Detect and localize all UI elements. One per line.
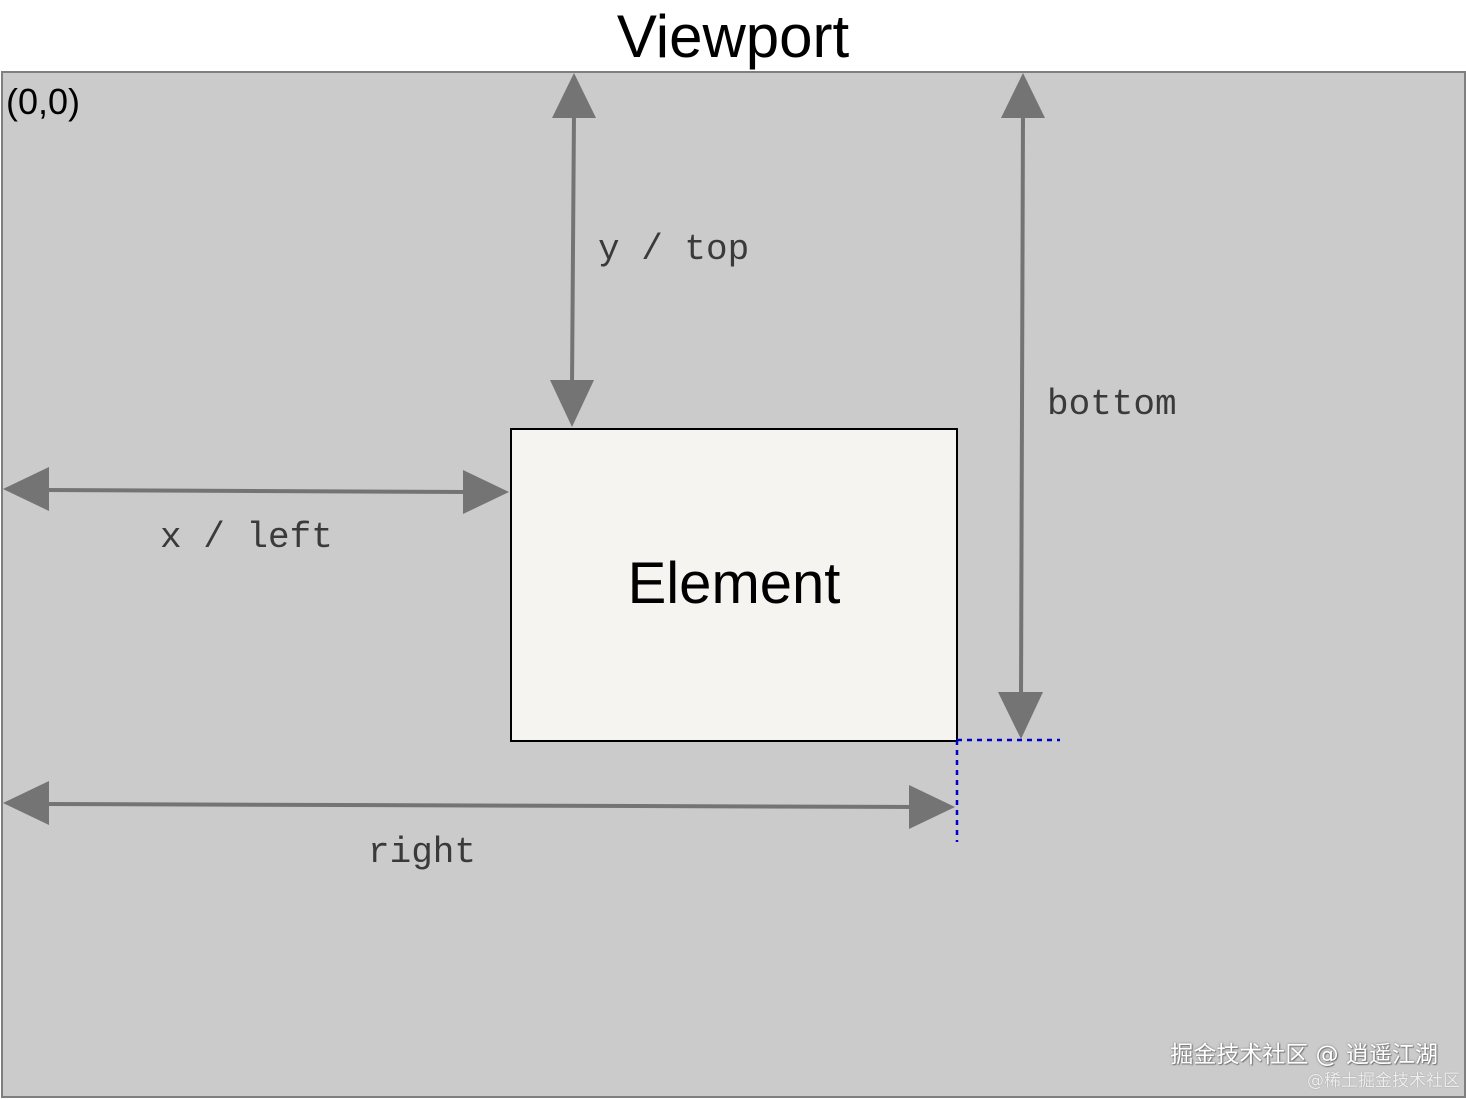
bottom-label: bottom	[1047, 384, 1177, 425]
right-arrow	[3, 781, 955, 829]
watermark-main: 掘金技术社区 @ 逍遥江湖	[1170, 1042, 1438, 1068]
right-label: right	[368, 832, 477, 873]
top-arrow	[550, 73, 596, 427]
watermark-sub: @稀土掘金技术社区	[1307, 1071, 1460, 1091]
origin-label: (0,0)	[6, 81, 81, 122]
top-label: y / top	[598, 229, 750, 270]
bottom-arrow	[998, 73, 1045, 739]
left-arrow	[3, 467, 509, 514]
element-box: Element	[510, 428, 958, 742]
left-label: x / left	[160, 517, 333, 558]
diagram-title: Viewport	[616, 3, 850, 70]
corner-guide-lines	[955, 738, 1060, 842]
element-label: Element	[627, 551, 841, 616]
